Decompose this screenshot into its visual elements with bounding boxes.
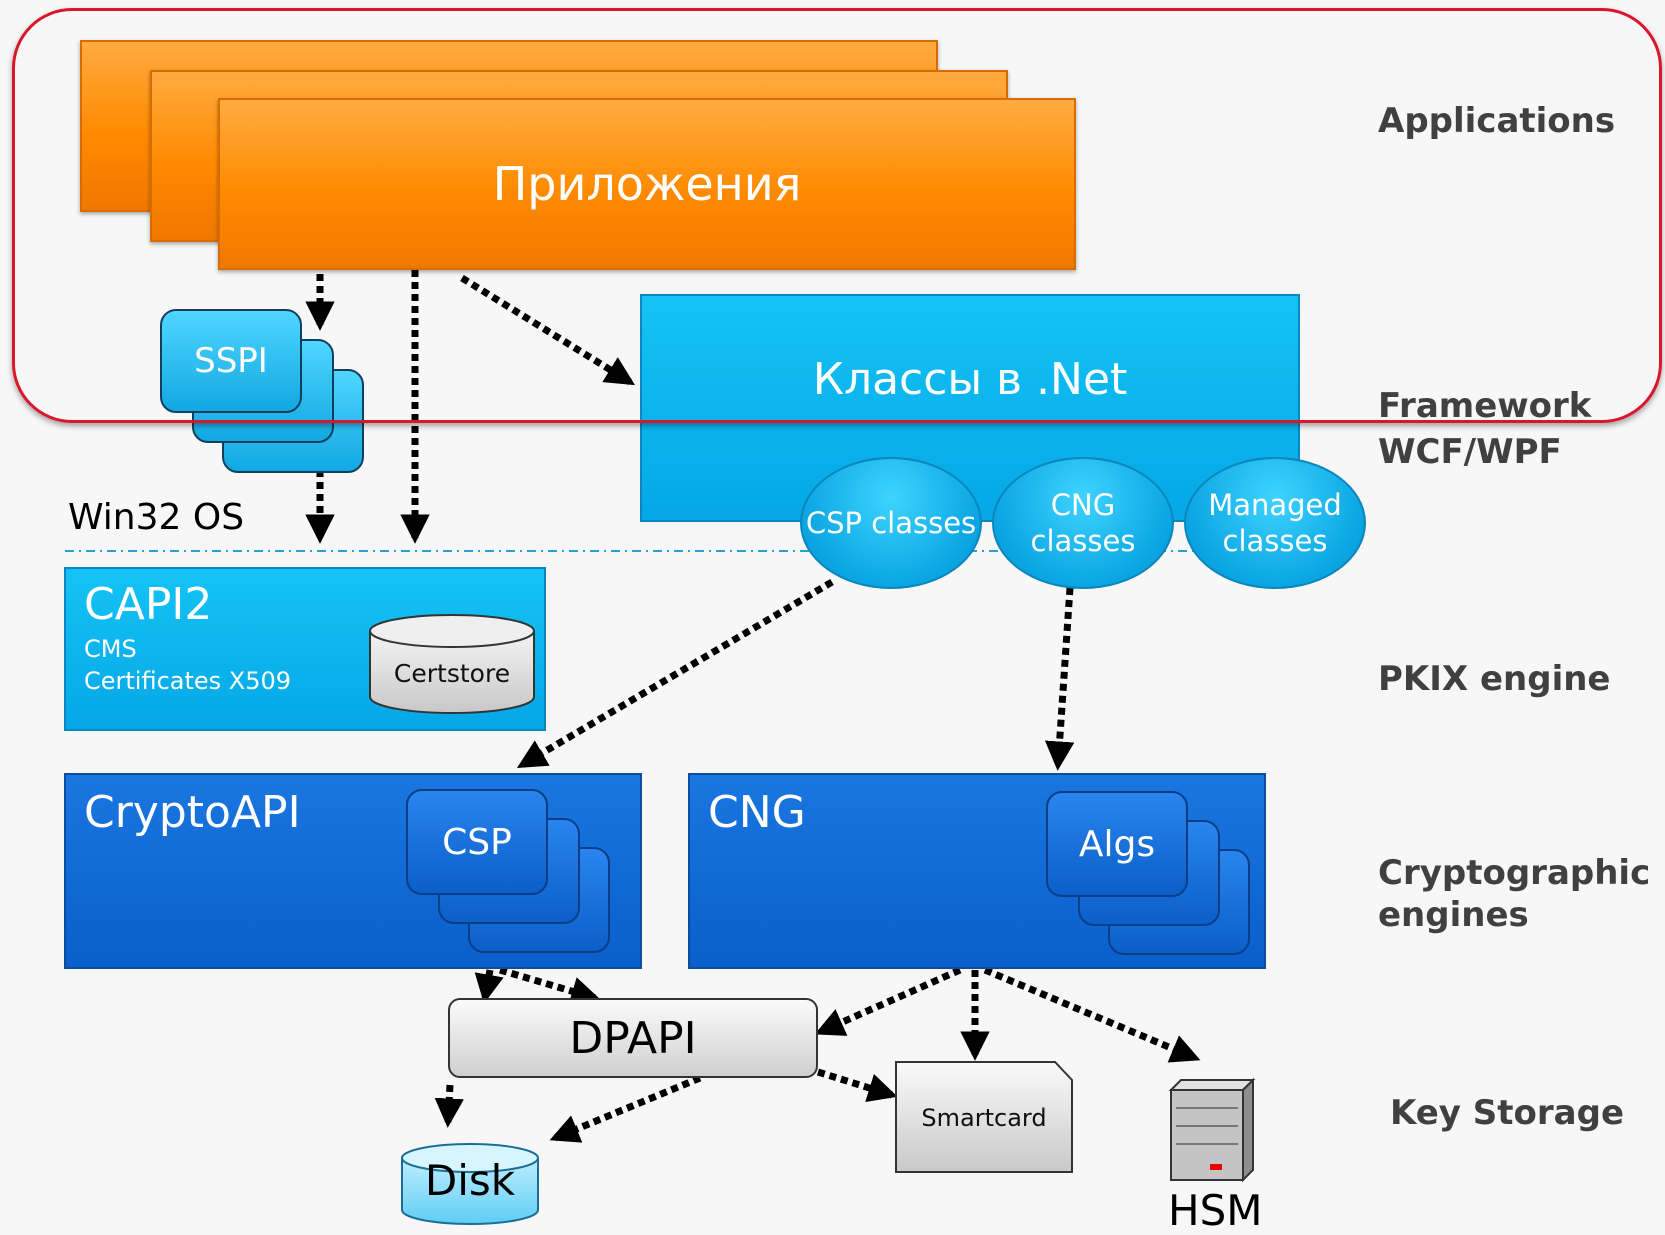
managed-classes-line2: classes [1222,524,1328,558]
arrow-cng-classes-to-cng [1044,587,1075,771]
dpapi-label: DPAPI [569,1012,697,1064]
arrow-dpapi-to-smartcard [816,1068,898,1103]
disk-label: Disk [424,1156,516,1205]
capi2-title: CAPI2 [84,579,213,630]
arrow-cng-to-hsm [983,966,1201,1063]
sspi-label: SSPI [194,341,268,381]
arrow-csp-classes-to-cryptoapi [516,578,834,769]
application-box-front: Приложения [218,98,1076,270]
layer-pkix-engine: PKIX engine [1378,659,1611,699]
layer-engines: engines [1378,895,1529,935]
hsm-label: HSM [1168,1186,1263,1235]
smartcard-label: Smartcard [921,1104,1047,1132]
dotnet-classes-label: Классы в .Net [812,354,1128,405]
cryptoapi-title: CryptoAPI [84,787,301,838]
arrow-cng-to-disk [549,1074,702,1143]
arrow-cng-to-dpapi [814,966,962,1036]
layer-wcf-wpf: WCF/WPF [1378,432,1562,472]
arrow-cryptoapi-to-dpapi-left [474,969,504,1004]
layer-framework: Framework [1378,386,1592,426]
dotnet-classes-box: Классы в .Net [640,294,1300,522]
win32-os-label: Win32 OS [68,497,245,538]
csp-classes-label: CSP classes [805,506,977,540]
arrow-apps-to-dotnet [460,275,635,386]
cng-title: CNG [708,787,806,838]
dpapi-box: DPAPI [448,998,818,1078]
capi2-line2: Certificates X509 [84,667,292,695]
layer-key-storage: Key Storage [1390,1093,1625,1133]
csp-classes-oval: CSP classes [800,457,982,589]
managed-classes-line1: Managed [1208,488,1342,522]
algs-label: Algs [1078,823,1156,865]
hsm-server-shape [1168,1077,1256,1183]
applications-label: Приложения [492,157,802,211]
certstore-label: Certstore [393,659,511,688]
layer-cryptographic: Cryptographic [1378,853,1651,893]
csp-label: CSP [442,821,512,863]
capi2-box: CAPI2 CMS Certificates X509 Certstore [64,567,546,731]
certstore-cylinder [369,614,535,714]
managed-classes-oval: Managed classes [1184,457,1366,589]
cng-classes-label: CNG classes [1030,488,1136,558]
sspi-tile-front: SSPI [160,309,302,413]
layer-applications: Applications [1378,101,1616,141]
algs-tile-front: Algs [1046,791,1188,897]
cng-classes-oval: CNG classes [992,457,1174,589]
arrow-dpapi-to-disk [434,1084,464,1128]
csp-tile-front: CSP [406,789,548,895]
smartcard-shape [895,1061,1073,1173]
disk-cylinder-shape [401,1143,539,1225]
capi2-line1: CMS [84,635,137,663]
arrow-cryptoapi-to-dpapi [499,966,601,1006]
